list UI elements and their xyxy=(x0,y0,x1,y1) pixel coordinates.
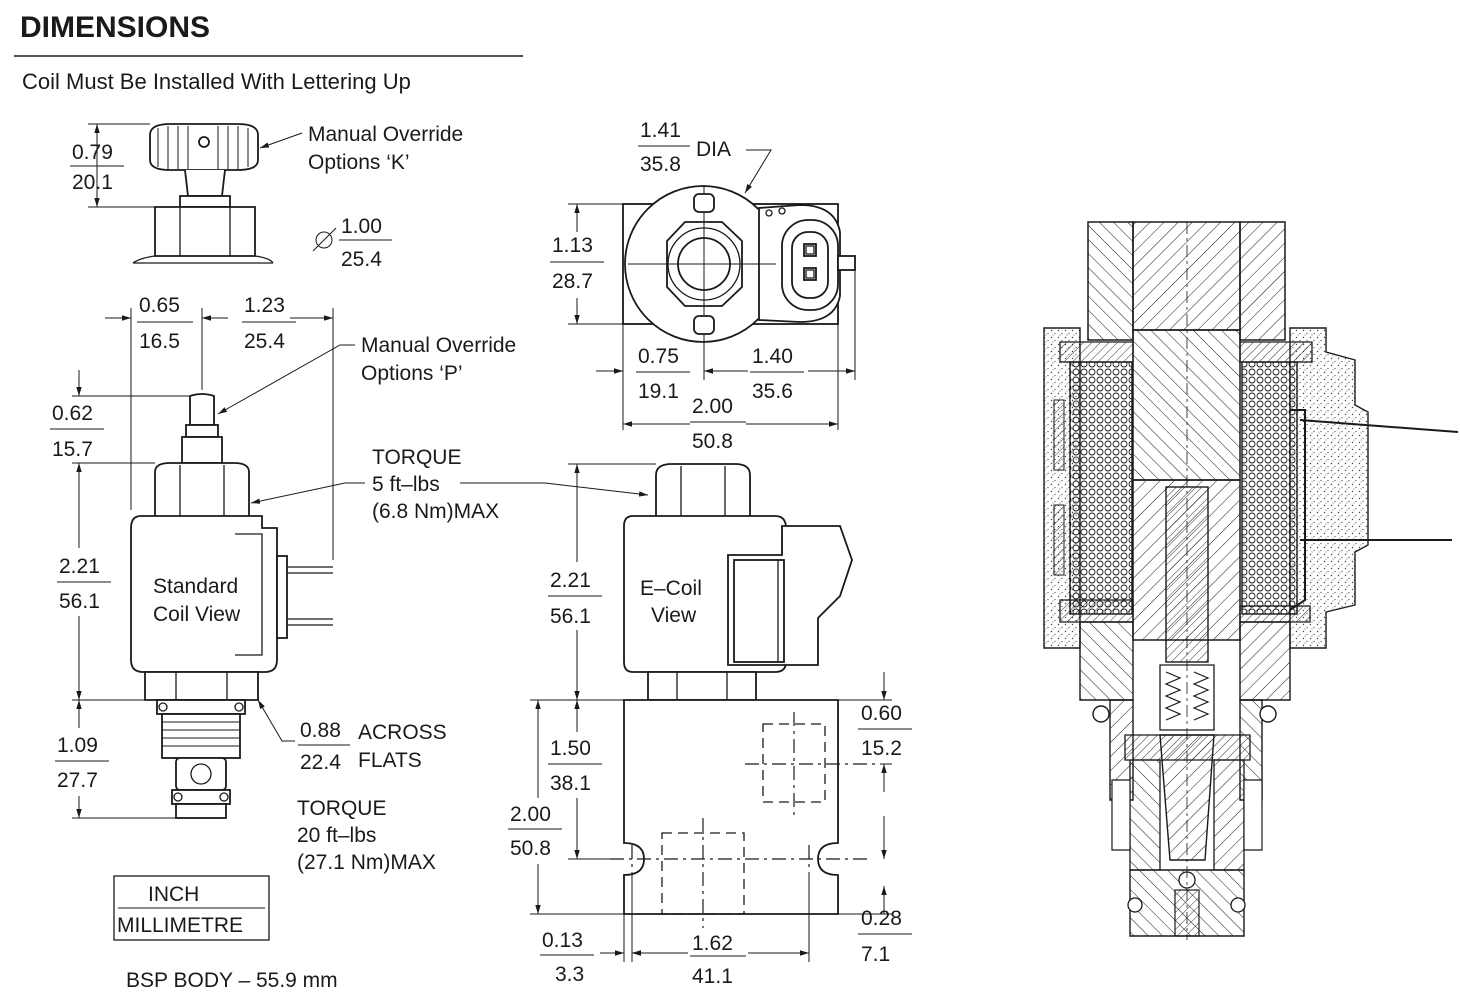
width1-mm: 16.5 xyxy=(139,330,180,353)
override-k-knob xyxy=(132,123,274,264)
block-height-mm: 50.8 xyxy=(510,837,551,860)
dim-mount-span: 0.13 3.3 1.62 41.1 xyxy=(540,872,810,990)
units-box: INCH MILLIMETRE xyxy=(113,875,270,941)
top-dia-label: DIA xyxy=(696,138,731,161)
top-total-mm: 50.8 xyxy=(692,430,733,453)
dim-knob-height: 0.79 20.1 xyxy=(70,123,155,208)
dim-bottom-offset: 0.28 7.1 xyxy=(838,816,912,966)
dia-inch: 1.00 xyxy=(341,215,382,238)
dim-port-offset: 0.60 15.2 xyxy=(838,672,912,792)
callout-torque-5: TORQUE 5 ft–lbs (6.8 Nm)MAX xyxy=(250,446,649,523)
callout-override-p: Manual Override Options ‘P’ xyxy=(217,334,516,415)
standard-coil-label-2: Coil View xyxy=(153,603,241,626)
top-width-mm: 35.6 xyxy=(752,380,793,403)
dim-top-widths: 0.65 16.5 1.23 25.4 xyxy=(105,294,334,560)
block-port-inch: 1.50 xyxy=(550,737,591,760)
top-height-inch: 1.13 xyxy=(552,234,593,257)
dim-coil-height: 2.21 56.1 xyxy=(55,463,145,701)
width2-mm: 25.4 xyxy=(244,330,285,353)
callout-across-flats: 0.88 22.4 ACROSS FLATS xyxy=(257,699,447,774)
override-p-options: Options ‘P’ xyxy=(361,362,463,385)
coil-height-inch: 2.21 xyxy=(59,555,100,578)
override-k-label: Manual Override xyxy=(308,123,463,146)
units-millimetre: MILLIMETRE xyxy=(117,914,243,937)
edge-offset-mm: 3.3 xyxy=(555,963,584,986)
torque1-value: 5 ft–lbs xyxy=(372,473,440,496)
top-offset-inch: 0.75 xyxy=(638,345,679,368)
knob-height-inch: 0.79 xyxy=(72,141,113,164)
dim-top-dia: 1.41 35.8 DIA xyxy=(638,119,772,194)
dim-top-widths-row: 0.75 19.1 1.40 35.6 2.00 50.8 xyxy=(596,270,856,453)
installation-note: Coil Must Be Installed With Lettering Up xyxy=(22,69,411,94)
override-k-options: Options ‘K’ xyxy=(308,151,410,174)
dim-pin-height: 0.62 15.7 xyxy=(50,370,190,464)
page-title: DIMENSIONS xyxy=(20,11,210,44)
block-height-inch: 2.00 xyxy=(510,803,551,826)
torque2-title: TORQUE xyxy=(297,797,386,820)
e-coil-label: E–Coil xyxy=(640,577,702,600)
flats-label-1: ACROSS xyxy=(358,721,447,744)
units-inch: INCH xyxy=(148,883,199,906)
mount-span-mm: 41.1 xyxy=(692,965,733,988)
torque1-title: TORQUE xyxy=(372,446,461,469)
valve-cross-section xyxy=(1043,221,1459,940)
override-p-label: Manual Override xyxy=(361,334,516,357)
mount-span-inch: 1.62 xyxy=(692,932,733,955)
e-coil-label-2: View xyxy=(651,604,697,627)
dim-block-port: 1.50 38.1 xyxy=(548,700,624,860)
flats-inch: 0.88 xyxy=(300,719,341,742)
flats-mm: 22.4 xyxy=(300,751,341,774)
dim-block-height: 2.00 50.8 xyxy=(508,699,624,915)
top-offset-mm: 19.1 xyxy=(638,380,679,403)
torque2-value: 20 ft–lbs xyxy=(297,824,376,847)
e-coil-height-inch: 2.21 xyxy=(550,569,591,592)
callout-override-k: Manual Override Options ‘K’ xyxy=(259,123,463,174)
torque1-max: (6.8 Nm)MAX xyxy=(372,500,499,523)
pin-height-mm: 15.7 xyxy=(52,438,93,461)
top-view xyxy=(622,185,856,380)
width1-inch: 0.65 xyxy=(139,294,180,317)
top-dia-mm: 35.8 xyxy=(640,153,681,176)
dim-e-coil-height: 2.21 56.1 xyxy=(548,463,656,701)
knob-height-mm: 20.1 xyxy=(72,171,113,194)
coil-height-mm: 56.1 xyxy=(59,590,100,613)
dim-diameter: 1.00 25.4 xyxy=(312,215,392,271)
port-offset-mm: 15.2 xyxy=(861,737,902,760)
dia-mm: 25.4 xyxy=(341,248,382,271)
standard-coil-label: Standard xyxy=(153,575,238,598)
block-port-mm: 38.1 xyxy=(550,772,591,795)
standard-coil-valve: Standard Coil View xyxy=(130,393,333,819)
top-height-mm: 28.7 xyxy=(552,270,593,293)
width2-inch: 1.23 xyxy=(244,294,285,317)
torque2-max: (27.1 Nm)MAX xyxy=(297,851,436,874)
dim-body-length: 1.09 27.7 xyxy=(55,700,176,819)
dim-top-height: 1.13 28.7 xyxy=(550,203,623,325)
port-offset-inch: 0.60 xyxy=(861,702,902,725)
flats-label-2: FLATS xyxy=(358,749,422,772)
e-coil-height-mm: 56.1 xyxy=(550,605,591,628)
bsp-body-note: BSP BODY – 55.9 mm xyxy=(126,969,338,992)
bottom-offset-mm: 7.1 xyxy=(861,943,890,966)
top-dia-inch: 1.41 xyxy=(640,119,681,142)
pin-height-inch: 0.62 xyxy=(52,402,93,425)
callout-torque-20: TORQUE 20 ft–lbs (27.1 Nm)MAX xyxy=(297,797,436,874)
body-length-inch: 1.09 xyxy=(57,734,98,757)
top-total-inch: 2.00 xyxy=(692,395,733,418)
top-width-inch: 1.40 xyxy=(752,345,793,368)
bottom-offset-inch: 0.28 xyxy=(861,907,902,930)
body-length-mm: 27.7 xyxy=(57,769,98,792)
e-coil-valve: E–Coil View xyxy=(610,463,880,928)
edge-offset-inch: 0.13 xyxy=(542,929,583,952)
